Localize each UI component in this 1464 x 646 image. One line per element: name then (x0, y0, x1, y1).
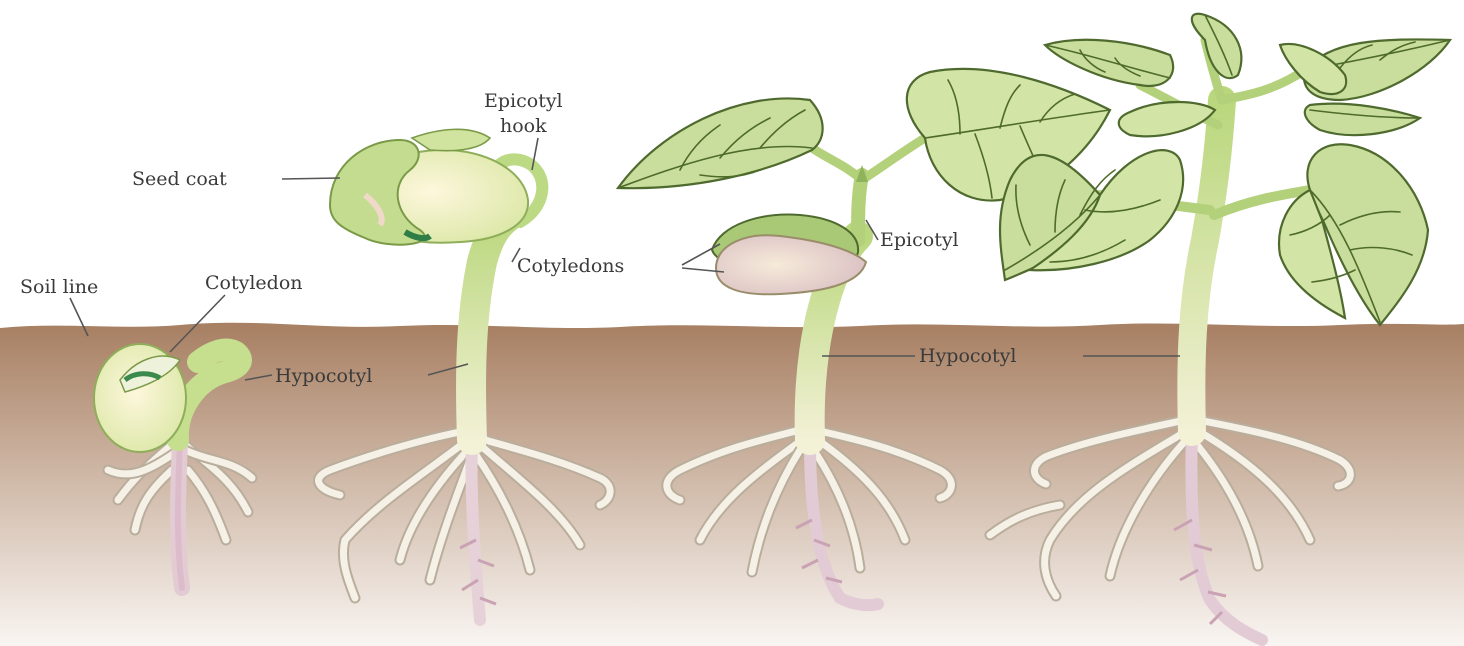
leader-seed-coat (282, 178, 340, 179)
label-cotyledons: Cotyledons (517, 255, 624, 277)
label-hypocotyl-1: Hypocotyl (275, 365, 372, 387)
label-seed-coat: Seed coat (132, 168, 227, 190)
label-epicotyl-hook-line1: Epicotyl (484, 90, 563, 112)
label-hypocotyl-2: Hypocotyl (919, 345, 1016, 367)
epicotyl (858, 175, 862, 240)
label-soil-line: Soil line (20, 276, 98, 298)
label-epicotyl-hook-line2: hook (500, 115, 547, 137)
label-cotyledon: Cotyledon (205, 272, 303, 294)
label-epicotyl: Epicotyl (880, 229, 959, 251)
